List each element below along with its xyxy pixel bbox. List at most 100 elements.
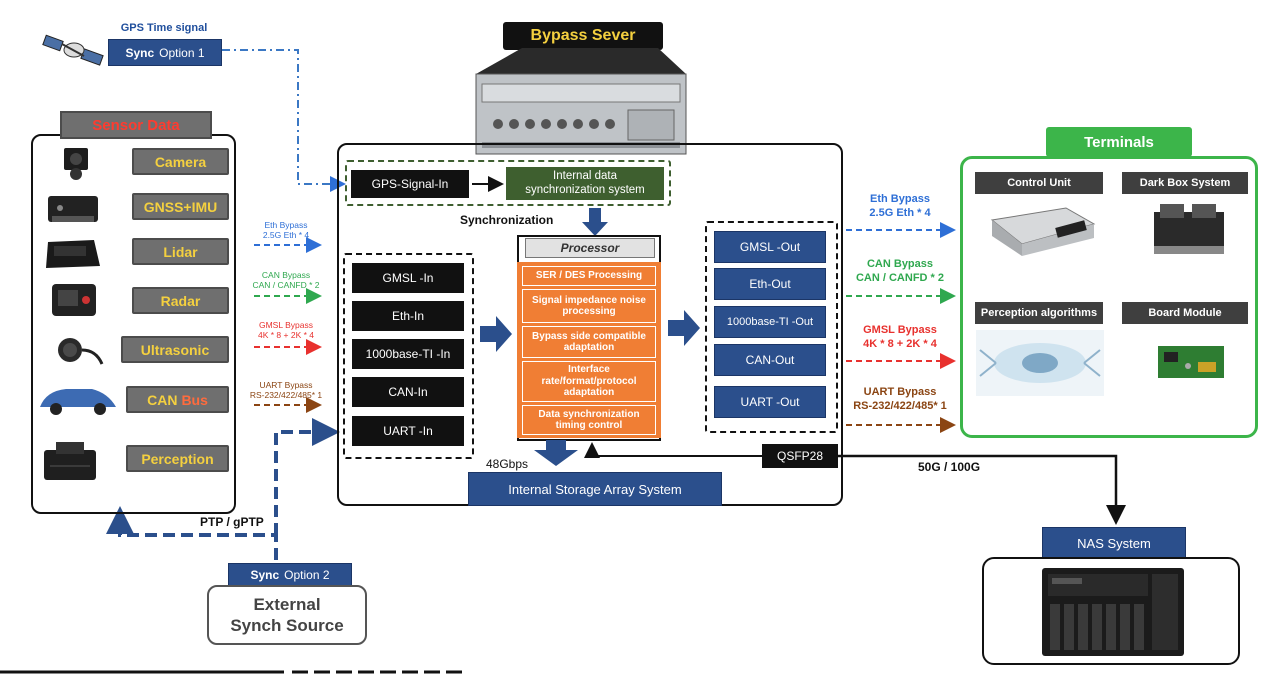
dark-box-icon [1148, 198, 1232, 260]
processor-item-timing-control: Data synchronization timing control [522, 405, 656, 435]
sensor-gnss-label: GNSS+IMU [132, 193, 229, 220]
qsfp-to-processor-line [584, 442, 762, 458]
can-in-box: CAN-In [352, 377, 464, 407]
sensor-can-bus-label: CAN Bus [126, 386, 229, 413]
inputs-to-processor-arrow [480, 316, 512, 352]
terminals-panel [960, 156, 1258, 438]
left-uart-line2: RS-232/422/485* 1 [249, 390, 323, 401]
satellite-icon [42, 30, 106, 70]
left-uart-line1: UART Bypass [259, 380, 313, 390]
board-module-icon [1154, 340, 1230, 384]
sync-option-2-box: Sync Option 2 [228, 563, 352, 587]
terminal-board-module-label: Board Module [1122, 302, 1248, 324]
inputs-frame [343, 253, 474, 459]
nas-system-label: NAS System [1042, 527, 1186, 559]
ptp-line-to-server [274, 418, 340, 535]
processor-item-impedance: Signal impedance noise processing [522, 289, 656, 323]
external-sync-source-box: External Synch Source [207, 585, 367, 645]
outputs-frame [705, 221, 838, 433]
sync2-word: Sync [250, 568, 280, 582]
server-chassis-icon [462, 44, 690, 162]
terminal-perception-label: Perception algorithms [975, 302, 1103, 324]
gps-time-signal-title: GPS Time signal [120, 22, 208, 34]
storage-rate-label: 48Gbps [486, 457, 529, 471]
terminal-control-unit-label: Control Unit [975, 172, 1103, 194]
sensor-ultrasonic-label: Ultrasonic [121, 336, 229, 363]
left-eth-line1: Eth Bypass [264, 220, 308, 230]
right-eth-bypass-label: Eth Bypass 2.5G Eth * 4 [852, 193, 948, 221]
sync2-option-label: Option 2 [284, 568, 330, 582]
eth-in-box: Eth-In [352, 301, 464, 331]
qsfp28-box: QSFP28 [762, 444, 838, 468]
can-out-box: CAN-Out [714, 344, 826, 376]
right-eth-line1: Eth Bypass [870, 193, 930, 205]
gps-sync-line [222, 49, 346, 192]
ptp-line-to-sensors [106, 506, 278, 560]
perception-box-icon [40, 438, 102, 486]
gps-signal-in-box: GPS-Signal-In [351, 170, 469, 198]
sync-option-label: Option 1 [159, 45, 205, 60]
right-can-line2: CAN / CANFD * 2 [855, 271, 944, 284]
qsfp-to-nas-line [838, 454, 1126, 525]
sensor-lidar-label: Lidar [132, 238, 229, 265]
left-can-line1: CAN Bypass [261, 270, 311, 280]
sensor-perception-label: Perception [126, 445, 229, 472]
right-eth-line2: 2.5G Eth * 4 [869, 206, 931, 219]
left-uart-bypass-label: UART Bypass RS-232/422/485* 1 [240, 380, 332, 400]
internal-sync-system-box: Internal data synchronization system [506, 167, 664, 200]
sync-word: Sync [125, 45, 155, 60]
right-gmsl-line2: 4K * 8 + 2K * 4 [863, 337, 937, 350]
left-gmsl-bypass-label: GMSL Bypass 4K * 8 + 2K * 4 [246, 320, 326, 340]
eth-out-box: Eth-Out [714, 268, 826, 300]
left-can-bypass-label: CAN Bypass CAN / CANFD * 2 [244, 270, 328, 290]
uart-out-box: UART -Out [714, 386, 826, 418]
1000base-in-box: 1000base-TI -In [352, 339, 464, 369]
lidar-icon [42, 236, 104, 272]
processor-item-serdes: SER / DES Processing [522, 266, 656, 286]
car-icon [36, 381, 120, 417]
left-eth-line2: 2.5G Eth * 4 [262, 230, 310, 241]
nas-frame [982, 557, 1240, 665]
perception-algorithm-icon [976, 330, 1104, 396]
right-can-bypass-label: CAN Bypass CAN / CANFD * 2 [846, 258, 954, 286]
terminal-dark-box-label: Dark Box System [1122, 172, 1248, 194]
right-can-line1: CAN Bypass [866, 258, 934, 270]
terminals-title: Terminals [1046, 127, 1192, 157]
sensor-radar-label: Radar [132, 287, 229, 314]
external-line1: External [253, 594, 321, 614]
synchronization-label: Synchronization [460, 213, 554, 227]
1000base-out-box: 1000base-TI -Out [714, 306, 826, 338]
processor-to-outputs-arrow [668, 310, 700, 346]
sync-down-arrow [582, 208, 608, 236]
gmsl-in-box: GMSL -In [352, 263, 464, 293]
right-uart-line1: UART Bypass [863, 386, 937, 398]
right-uart-line2: RS-232/422/485* 1 [853, 399, 947, 412]
left-gmsl-line1: GMSL Bypass [258, 320, 313, 330]
bypass-server-title: Bypass Sever [503, 22, 663, 50]
sync-group-frame [345, 160, 671, 206]
link-speed-label: 50G / 100G [918, 460, 981, 474]
external-line2: Synch Source [230, 616, 344, 635]
gmsl-out-box: GMSL -Out [714, 231, 826, 263]
internal-sync-line1: Internal data [553, 169, 617, 182]
uart-in-box: UART -In [352, 416, 464, 446]
left-gmsl-line2: 4K * 8 + 2K * 4 [258, 330, 314, 341]
sensor-panel-title: Sensor Data [60, 111, 212, 139]
left-eth-bypass-label: Eth Bypass 2.5G Eth * 4 [248, 220, 324, 240]
ptp-label: PTP / gPTP [200, 515, 264, 529]
right-uart-bypass-label: UART Bypass RS-232/422/485* 1 [846, 386, 954, 414]
sensor-camera-label: Camera [132, 148, 229, 175]
internal-storage-box: Internal Storage Array System [468, 472, 722, 506]
processor-item-interface-rate: Interface rate/format/protocol adaptatio… [522, 361, 656, 402]
bus-label-part: Bus [181, 391, 208, 408]
processor-to-storage-arrow [534, 440, 578, 466]
processor-item-bypass-adaptation: Bypass side compatible adaptation [522, 326, 656, 358]
sync-option-1-box: Sync Option 1 [108, 39, 222, 66]
camera-icon [54, 142, 100, 182]
can-label-part: CAN [147, 391, 178, 408]
nas-device-icon [1034, 564, 1192, 660]
radar-icon [46, 280, 104, 320]
processor-title: Processor [525, 238, 655, 258]
left-can-line2: CAN / CANFD * 2 [252, 280, 320, 291]
